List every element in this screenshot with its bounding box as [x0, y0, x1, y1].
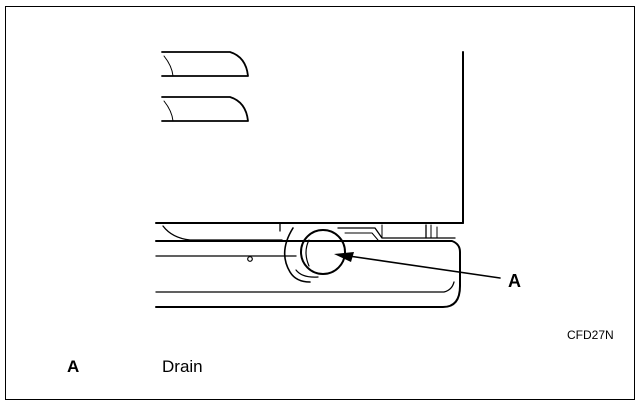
vent-slot-top — [161, 51, 249, 77]
base-tray — [155, 240, 461, 308]
callout-leader — [341, 254, 501, 279]
vent-slot-bottom — [161, 96, 249, 122]
screw-hole — [247, 256, 253, 262]
legend-key: A — [67, 357, 80, 376]
figure-frame — [5, 6, 635, 400]
legend-description: Drain — [162, 357, 203, 376]
callout-arrowhead — [334, 252, 354, 262]
drain-cap — [300, 229, 346, 275]
drain-housing — [283, 227, 311, 283]
callout-label-a: A — [508, 271, 521, 291]
figure-code: CFD27N — [567, 328, 614, 342]
